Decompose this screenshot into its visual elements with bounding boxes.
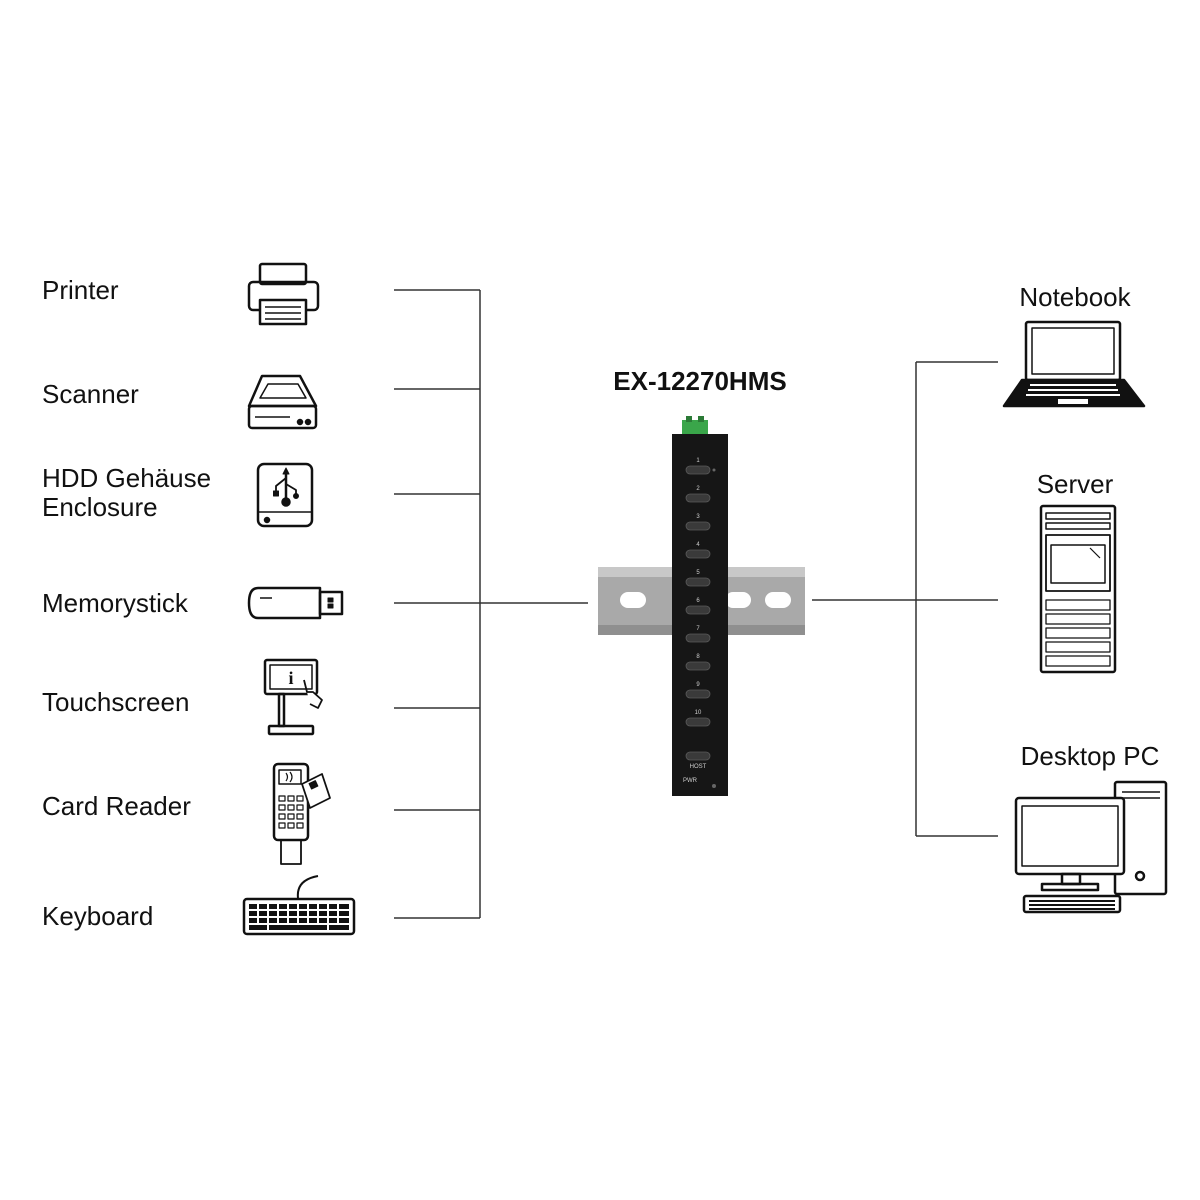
svg-text:i: i: [288, 668, 293, 688]
label-card-reader: Card Reader: [42, 791, 191, 821]
host-port-label: HOST: [690, 764, 707, 770]
port-number-10: 10: [695, 710, 702, 716]
scanner-icon: [247, 374, 318, 430]
label-memorystick: Memorystick: [42, 588, 188, 618]
label-scanner: Scanner: [42, 379, 139, 409]
server-icon: [1039, 504, 1117, 674]
usb-hub-device: 1 2 3 4 5 6 7 8 9 10 HOST PWR: [672, 416, 728, 796]
touchscreen-kiosk-icon: i: [263, 658, 323, 736]
port-number-3: 3: [696, 514, 700, 520]
port-number-9: 9: [696, 682, 700, 688]
card-reader-icon: [272, 762, 331, 865]
port-number-7: 7: [696, 626, 700, 632]
label-touchscreen: Touchscreen: [42, 687, 190, 717]
port-number-4: 4: [696, 542, 700, 548]
label-printer: Printer: [42, 275, 119, 305]
label-hdd-enclosure: HDD Gehäuse Enclosure: [42, 463, 212, 522]
printer-icon: [247, 262, 320, 326]
usb-stick-icon: [247, 586, 344, 620]
notebook-icon: [1002, 320, 1146, 408]
hdd-enclosure-icon: [256, 462, 314, 528]
port-number-2: 2: [696, 486, 700, 492]
port-number-6: 6: [696, 598, 700, 604]
port-number-1: 1: [696, 458, 700, 464]
hub-title: EX-12270HMS: [613, 366, 787, 396]
port-number-8: 8: [696, 654, 700, 660]
label-desktop-pc: Desktop PC: [1020, 741, 1160, 771]
port-number-5: 5: [696, 570, 700, 576]
power-label: PWR: [683, 778, 698, 784]
keyboard-icon: [242, 875, 356, 936]
right-connector-lines: [812, 361, 998, 837]
label-server: Server: [1036, 469, 1114, 499]
desktop-pc-icon: [1014, 780, 1168, 914]
label-notebook: Notebook: [1019, 282, 1131, 312]
label-keyboard: Keyboard: [42, 901, 154, 931]
usb-c-ports: [685, 465, 711, 761]
left-connector-lines: [394, 289, 588, 919]
